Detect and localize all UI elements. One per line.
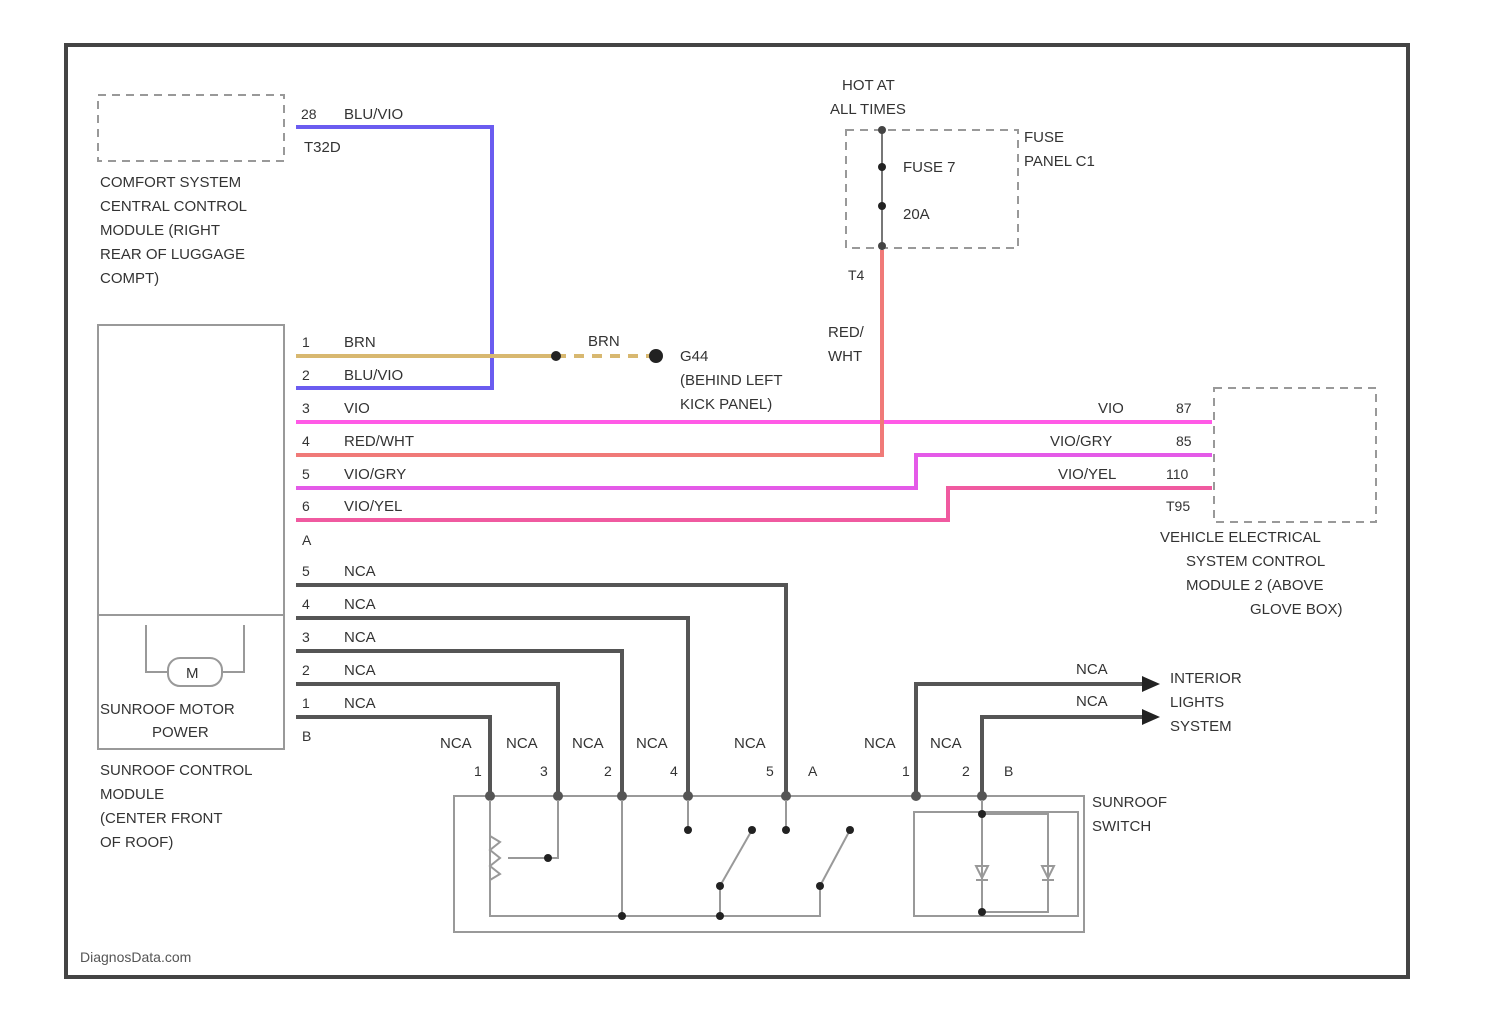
sunroof-control-module: M SUNROOF MOTOR POWER SUNROOF CONTROL MO… bbox=[98, 325, 312, 851]
sunroof-switch: SUNROOF SWITCH NCA NCA NCA NCA NCA NCA N… bbox=[440, 735, 1167, 932]
switch-pin-6: 1 bbox=[902, 763, 910, 779]
sunroof-module-line-1: SUNROOF CONTROL bbox=[100, 762, 253, 779]
motor-symbol: M bbox=[146, 625, 244, 686]
wire-label-a-2: BLU/VIO bbox=[344, 367, 403, 384]
fuse-name: FUSE 7 bbox=[903, 159, 956, 176]
right-pin-3: 110 bbox=[1166, 466, 1189, 482]
fuse-wire-line-2: WHT bbox=[828, 348, 862, 365]
right-wire-label-1: VIO bbox=[1098, 400, 1124, 417]
switch-pin-1: 1 bbox=[474, 763, 482, 779]
pin-a-6: 6 bbox=[302, 498, 310, 514]
pin-a-2: 2 bbox=[302, 367, 310, 383]
wire-label-a-3: VIO bbox=[344, 400, 370, 417]
fuse-panel-line-2: PANEL C1 bbox=[1024, 153, 1095, 170]
connector-a-label: A bbox=[302, 532, 312, 548]
wire-label-b-1: NCA bbox=[344, 695, 376, 712]
wire-label-b-5: NCA bbox=[344, 563, 376, 580]
interior-line-1: INTERIOR bbox=[1170, 670, 1242, 687]
switch-pin-2: 3 bbox=[540, 763, 548, 779]
right-pin-2: 85 bbox=[1176, 433, 1192, 449]
right-wire-label-2: VIO/GRY bbox=[1050, 433, 1112, 450]
wire-label-b-2: NCA bbox=[344, 662, 376, 679]
switch-pin-3: 2 bbox=[604, 763, 612, 779]
pin-a-1: 1 bbox=[302, 334, 310, 350]
connector-b-label: B bbox=[302, 728, 311, 744]
switch-wire-label-1: NCA bbox=[440, 735, 472, 752]
interior-line-3: SYSTEM bbox=[1170, 718, 1232, 735]
right-module-line-3: MODULE 2 (ABOVE bbox=[1186, 577, 1324, 594]
interior-line-2: LIGHTS bbox=[1170, 694, 1224, 711]
interior-wire-label-2: NCA bbox=[1076, 693, 1108, 710]
switch-wire-label-6: NCA bbox=[864, 735, 896, 752]
hot-at-line-2: ALL TIMES bbox=[830, 101, 906, 118]
comfort-module-line-5: COMPT) bbox=[100, 270, 159, 287]
interior-wire-label-1: NCA bbox=[1076, 661, 1108, 678]
sunroof-module-line-4: OF ROOF) bbox=[100, 834, 173, 851]
comfort-module-line-3: MODULE (RIGHT bbox=[100, 222, 220, 239]
pin-a-5: 5 bbox=[302, 466, 310, 482]
switch-line-2: SWITCH bbox=[1092, 818, 1151, 835]
wire-label-a-1: BRN bbox=[344, 334, 376, 351]
wire-blu-vio bbox=[296, 127, 492, 388]
switch-pin-4: 4 bbox=[670, 763, 678, 779]
switch-wire-label-5: NCA bbox=[734, 735, 766, 752]
pin-b-5: 5 bbox=[302, 563, 310, 579]
pin-b-3: 3 bbox=[302, 629, 310, 645]
wire-label-b-3: NCA bbox=[344, 629, 376, 646]
motor-line-2: POWER bbox=[152, 724, 209, 741]
motor-letter: M bbox=[186, 665, 199, 682]
pin-b-1: 1 bbox=[302, 695, 310, 711]
switch-wire-label-2: NCA bbox=[506, 735, 538, 752]
pin-b-4: 4 bbox=[302, 596, 310, 612]
ground-g44: BRN G44 (BEHIND LEFT KICK PANEL) bbox=[588, 333, 783, 413]
switch-wire-label-4: NCA bbox=[636, 735, 668, 752]
fuse-rating: 20A bbox=[903, 206, 930, 223]
ground-name: G44 bbox=[680, 348, 708, 365]
switch-conn-b: B bbox=[1004, 763, 1013, 779]
comfort-connector: T32D bbox=[304, 139, 341, 156]
right-pin-1: 87 bbox=[1176, 400, 1192, 416]
sunroof-module-line-2: MODULE bbox=[100, 786, 164, 803]
pin-b-2: 2 bbox=[302, 662, 310, 678]
pin-a-4: 4 bbox=[302, 433, 310, 449]
comfort-module-line-2: CENTRAL CONTROL bbox=[100, 198, 247, 215]
wire-label-b-4: NCA bbox=[344, 596, 376, 613]
sunroof-module-line-3: (CENTER FRONT bbox=[100, 810, 223, 827]
switch-conn-a: A bbox=[808, 763, 818, 779]
switch-line-1: SUNROOF bbox=[1092, 794, 1167, 811]
wire-label-a-5: VIO/GRY bbox=[344, 466, 406, 483]
switch-pin-7: 2 bbox=[962, 763, 970, 779]
ground-wire-label: BRN bbox=[588, 333, 620, 350]
wire-label-a-6: VIO/YEL bbox=[344, 498, 402, 515]
watermark: DiagnosData.com bbox=[80, 949, 191, 965]
motor-line-1: SUNROOF MOTOR bbox=[100, 701, 235, 718]
hot-at-line-1: HOT AT bbox=[842, 77, 895, 94]
wire-red-wht bbox=[296, 250, 882, 455]
fuse-panel-line-1: FUSE bbox=[1024, 129, 1064, 146]
ground-line-2: KICK PANEL) bbox=[680, 396, 772, 413]
comfort-module-line-4: REAR OF LUGGAGE bbox=[100, 246, 245, 263]
fuse-wire-line-1: RED/ bbox=[828, 324, 865, 341]
right-module-line-1: VEHICLE ELECTRICAL bbox=[1160, 529, 1321, 546]
right-module-line-2: SYSTEM CONTROL bbox=[1186, 553, 1325, 570]
diagram-frame bbox=[66, 45, 1408, 977]
comfort-pin: 28 bbox=[301, 106, 317, 122]
right-module-line-4: GLOVE BOX) bbox=[1250, 601, 1343, 618]
fuse-panel: HOT AT ALL TIMES FUSE PANEL C1 FUSE 7 20… bbox=[828, 77, 1095, 365]
comfort-module-line-1: COMFORT SYSTEM bbox=[100, 174, 241, 191]
right-wire-label-3: VIO/YEL bbox=[1058, 466, 1116, 483]
pin-a-3: 3 bbox=[302, 400, 310, 416]
right-connector: T95 bbox=[1166, 498, 1190, 514]
switch-wire-label-3: NCA bbox=[572, 735, 604, 752]
switch-pin-5: 5 bbox=[766, 763, 774, 779]
ground-line-1: (BEHIND LEFT bbox=[680, 372, 783, 389]
wire-label-a-4: RED/WHT bbox=[344, 433, 414, 450]
switch-wire-label-7: NCA bbox=[930, 735, 962, 752]
comfort-wire-color: BLU/VIO bbox=[344, 106, 403, 123]
fuse-connector: T4 bbox=[848, 267, 865, 283]
comfort-system-module: COMFORT SYSTEM CENTRAL CONTROL MODULE (R… bbox=[98, 95, 403, 287]
wire-vio-yel bbox=[296, 488, 1212, 520]
